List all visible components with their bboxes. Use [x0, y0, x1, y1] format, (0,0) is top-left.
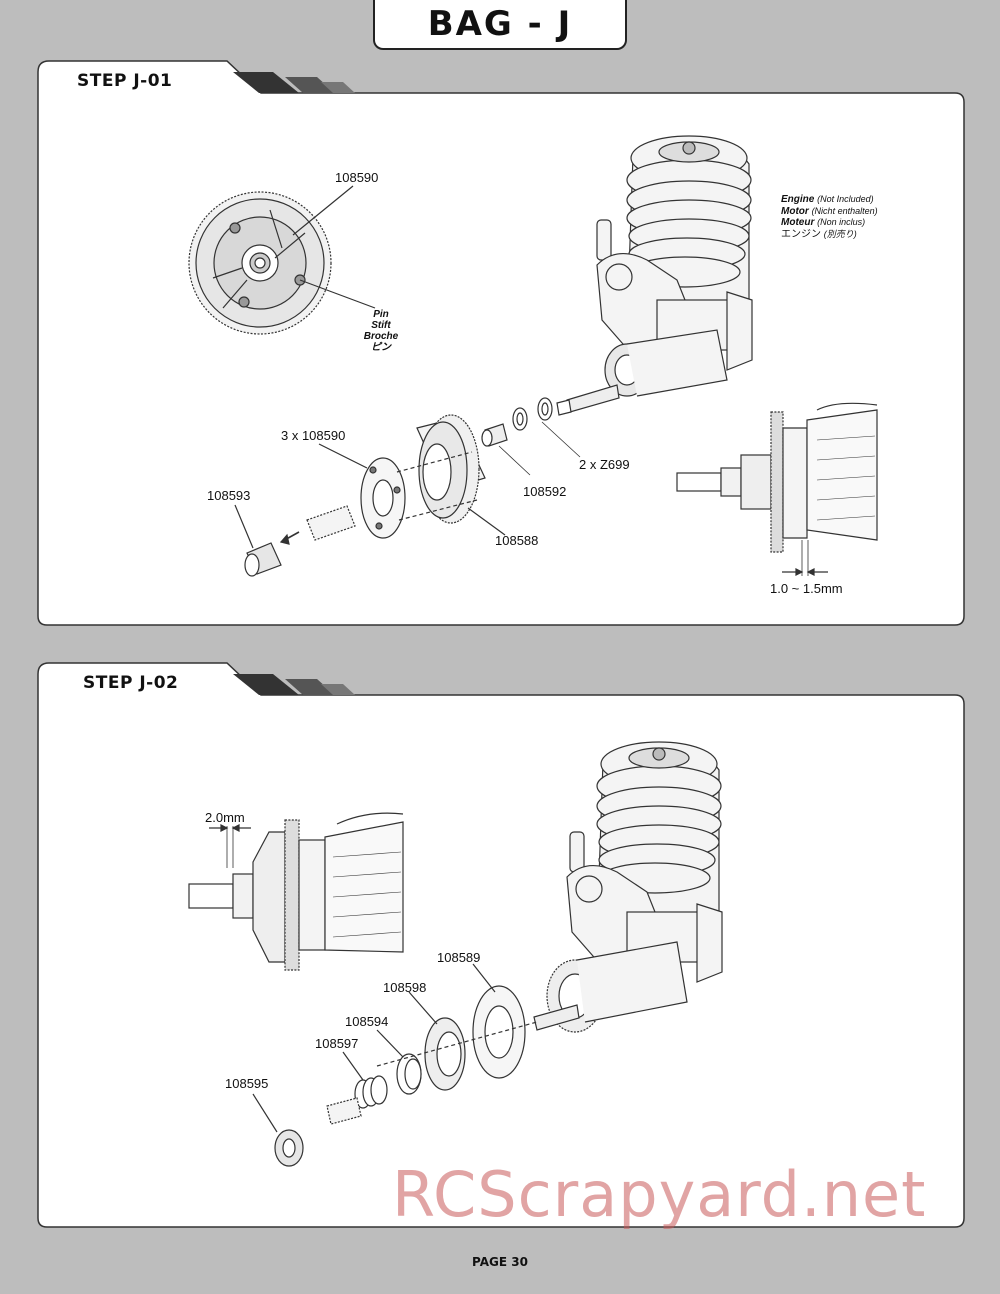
pin-label-fr: Broche [363, 331, 399, 342]
pin-label-en: Pin [373, 309, 389, 320]
side-view-clutch-detail-icon [188, 812, 404, 971]
label-108594: 108594 [345, 1014, 389, 1029]
crankshaft-icon [556, 384, 620, 416]
label-108589: 108589 [437, 950, 481, 965]
step-j02-title: STEP J-02 [83, 673, 179, 693]
page-number: PAGE 30 [472, 1255, 528, 1269]
bushing-108592-icon [481, 423, 508, 447]
label-108598: 108598 [383, 980, 427, 995]
bag-title-tab: BAG - J [373, 0, 627, 50]
watermark-text: RCScrapyard.net [392, 1158, 927, 1231]
clutch-shoes-icon [360, 457, 406, 539]
step-j01-panel: STEP J-01 [37, 60, 965, 626]
label-2xz699: 2 x Z699 [579, 457, 630, 472]
bag-title: BAG - J [427, 4, 573, 44]
label-3x108590: 3 x 108590 [281, 428, 346, 443]
flywheel-front-view-icon [188, 191, 332, 335]
washer-z699-icon [512, 397, 553, 431]
nut-108595-icon [274, 1129, 304, 1167]
nut-108593-icon [244, 505, 356, 577]
engine-not-included-note: Engine (Not Included) Motor (Nicht entha… [781, 194, 878, 240]
label-108592: 108592 [523, 484, 567, 499]
pin-label-jp: ピン [371, 342, 391, 353]
spring-108597-icon [354, 1075, 388, 1109]
label-108595: 108595 [225, 1076, 269, 1091]
step-j01-title: STEP J-01 [77, 71, 173, 91]
step-j01-illustration [188, 135, 878, 577]
crankshaft-icon [533, 1004, 580, 1031]
label-108588: 108588 [495, 533, 539, 548]
spring-retainer-108594-icon [396, 1053, 422, 1095]
step-j02-frame [37, 662, 965, 1228]
engine-icon [596, 135, 753, 397]
gap-label-2: 2.0mm [205, 810, 245, 825]
side-view-detail-icon [676, 402, 878, 576]
flywheel-108588-icon [416, 414, 486, 524]
pin-label-de: Stift [371, 320, 391, 331]
clutch-part-108598-icon [424, 1017, 466, 1091]
pin-label: Pin Stift Broche ピン [361, 309, 401, 353]
step-j02-panel: STEP J-02 [37, 662, 965, 1228]
label-108590-top: 108590 [335, 170, 379, 185]
step-j02-illustration [188, 741, 723, 1167]
gap-label-1: 1.0 ~ 1.5mm [770, 581, 843, 596]
engine-icon [546, 741, 723, 1033]
label-108593: 108593 [207, 488, 251, 503]
label-108597: 108597 [315, 1036, 359, 1051]
